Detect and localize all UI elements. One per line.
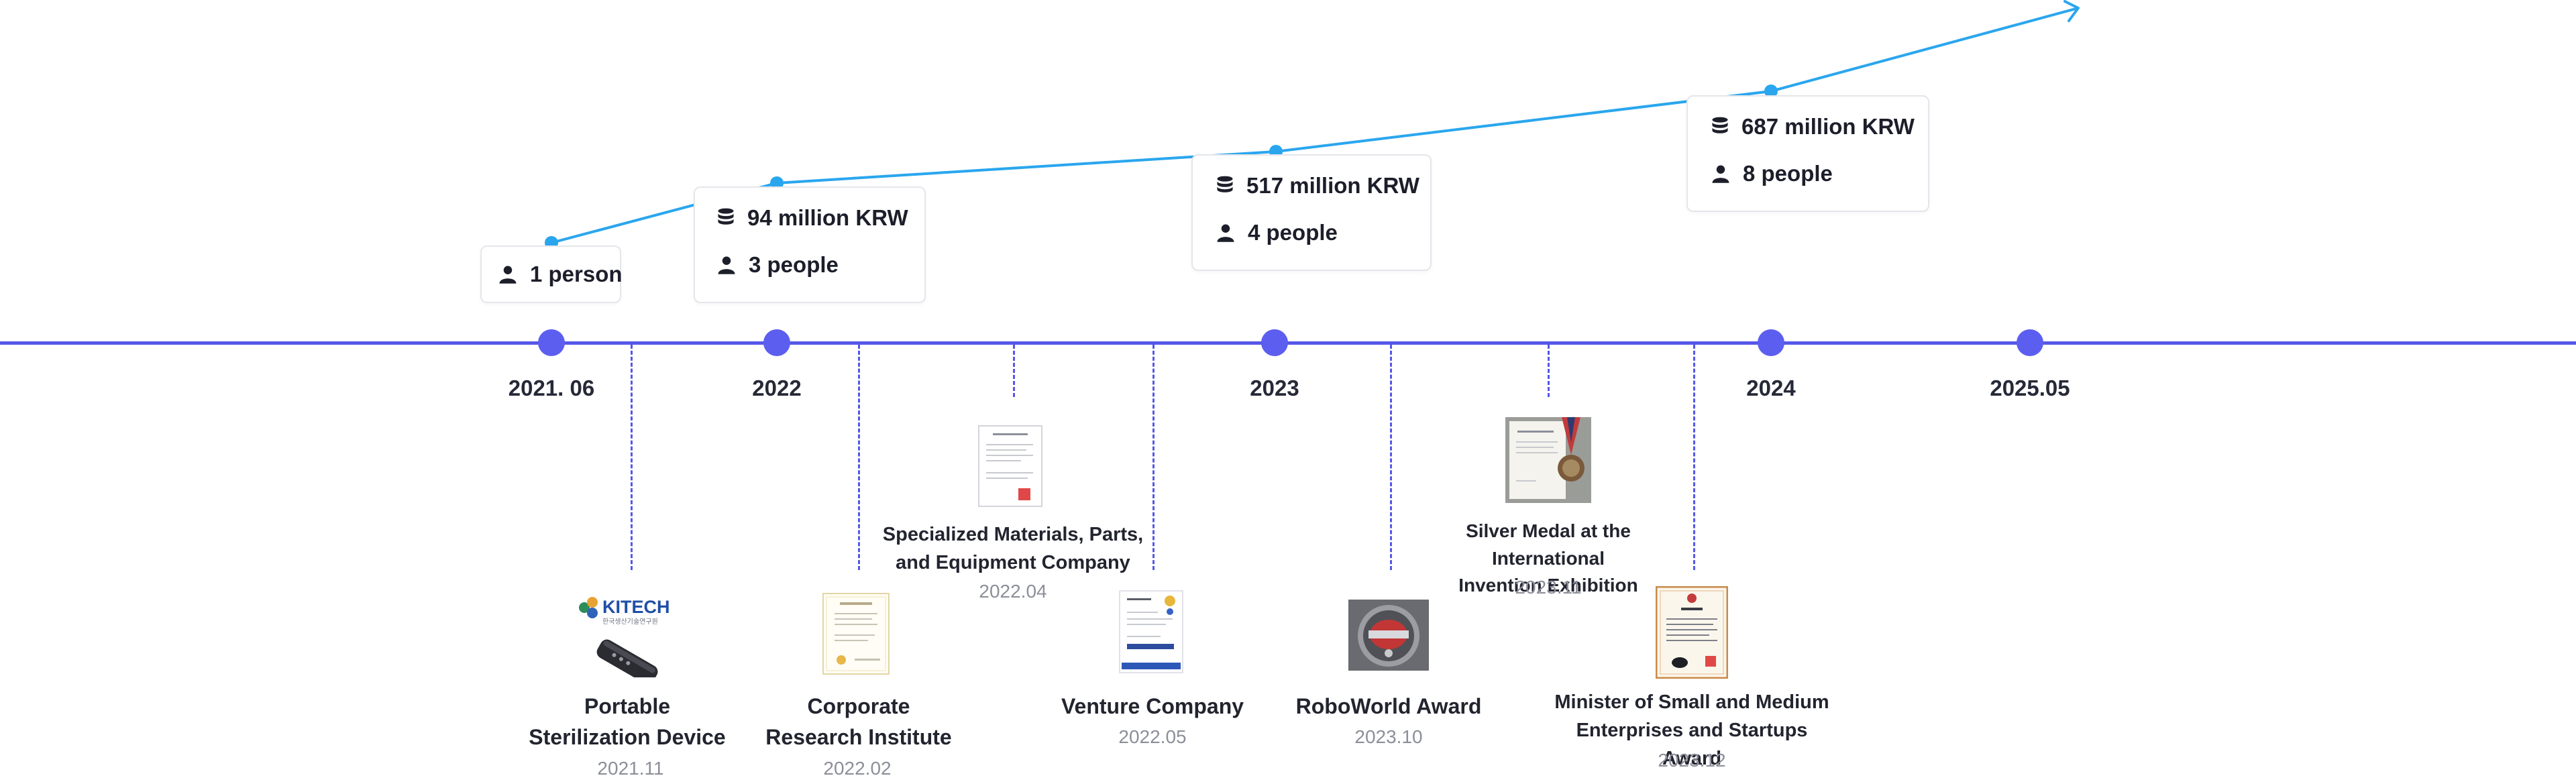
event-title-line: Portable bbox=[584, 694, 671, 718]
event-title-line: Enterprises and Startups Award bbox=[1576, 720, 1808, 770]
milestone-dot bbox=[763, 329, 790, 356]
people-row: 8 people bbox=[1711, 161, 1833, 186]
event-title-minister: Minister of Small and Medium Enterprises… bbox=[1546, 688, 1838, 773]
timeline-axis bbox=[0, 341, 2576, 345]
event-title-line: RoboWorld Award bbox=[1295, 694, 1482, 718]
logo-wordmark: KITECH bbox=[602, 597, 670, 617]
revenue-row: 517 million KRW bbox=[1216, 173, 1419, 199]
event-title-specialized: Specialized Materials, Parts, and Equipm… bbox=[865, 520, 1161, 577]
people-row: 3 people bbox=[716, 252, 839, 278]
venture-certificate-image bbox=[1119, 590, 1183, 673]
year-label: 2021. 06 bbox=[508, 376, 595, 400]
milestone-dot bbox=[1758, 329, 1784, 356]
minister-award-image bbox=[1655, 585, 1729, 679]
people-count: 1 person bbox=[530, 262, 623, 286]
year-label: 2025.05 bbox=[1990, 376, 2070, 400]
database-icon bbox=[1712, 117, 1728, 133]
event-title-research: Corporate Research Institute bbox=[738, 691, 979, 753]
roboworld-award-image bbox=[1348, 600, 1429, 671]
person-icon bbox=[499, 266, 517, 284]
event-title-line: Invention Exhibition bbox=[1458, 575, 1638, 596]
revenue-value: 517 million KRW bbox=[1246, 173, 1419, 198]
revenue-value: 94 million KRW bbox=[747, 205, 908, 230]
event-connector bbox=[1390, 345, 1392, 570]
kitech-logo: KITECH 한국생산기술연구원 bbox=[573, 590, 674, 685]
specialized-certificate-image bbox=[978, 425, 1042, 507]
stat-card-2024: 687 million KRW 8 people bbox=[1686, 95, 1929, 212]
silver-medal-image bbox=[1505, 416, 1591, 504]
people-count: 3 people bbox=[749, 252, 839, 277]
event-title-line: Sterilization Device bbox=[529, 725, 726, 750]
person-icon bbox=[1712, 165, 1729, 183]
event-title-line: Corporate bbox=[807, 694, 910, 718]
people-row: 4 people bbox=[1216, 220, 1338, 245]
event-title-line: Research Institute bbox=[765, 725, 952, 750]
event-title-line: Minister of Small and Medium bbox=[1554, 691, 1829, 713]
event-connector bbox=[631, 345, 633, 570]
year-label: 2022 bbox=[752, 376, 802, 400]
revenue-row: 94 million KRW bbox=[716, 205, 908, 231]
research-certificate-image bbox=[822, 593, 890, 675]
people-count: 4 people bbox=[1248, 220, 1338, 245]
year-label: 2023 bbox=[1250, 376, 1299, 400]
stat-card-2023: 517 million KRW 4 people bbox=[1191, 154, 1432, 271]
people-count: 8 people bbox=[1743, 161, 1833, 186]
event-title-portable: Portable Sterilization Device bbox=[496, 691, 758, 753]
event-title-venture: Venture Company bbox=[1038, 691, 1267, 722]
arrow-up-right-icon bbox=[2063, 0, 2080, 22]
revenue-value: 687 million KRW bbox=[1741, 114, 1915, 139]
event-title-roboworld: RoboWorld Award bbox=[1288, 691, 1489, 722]
event-date: 2022.04 bbox=[979, 581, 1047, 602]
event-connector bbox=[1152, 345, 1155, 570]
event-title-line: and Equipment Company bbox=[896, 552, 1130, 574]
milestone-dot bbox=[2017, 329, 2043, 356]
event-date: 2022.02 bbox=[823, 758, 892, 779]
revenue-row: 687 million KRW bbox=[1711, 114, 1915, 139]
people-row: 1 person bbox=[498, 262, 623, 287]
database-icon bbox=[1217, 176, 1233, 192]
event-date: 2023.10 bbox=[1354, 726, 1423, 747]
logo-subtitle: 한국생산기술연구원 bbox=[602, 618, 658, 626]
event-date: 2022.05 bbox=[1118, 726, 1187, 747]
stat-card-2022: 94 million KRW 3 people bbox=[694, 186, 926, 303]
milestone-dot bbox=[538, 329, 565, 356]
person-icon bbox=[718, 256, 735, 274]
event-title-line: Specialized Materials, Parts, bbox=[882, 524, 1144, 545]
database-icon bbox=[718, 208, 734, 225]
event-connector bbox=[858, 345, 860, 570]
milestone-dot bbox=[1261, 329, 1288, 356]
person-icon bbox=[1217, 224, 1234, 242]
event-date: 2021.11 bbox=[597, 758, 664, 779]
event-date: 2023.12 bbox=[1658, 750, 1726, 771]
event-connector bbox=[1693, 345, 1695, 570]
stat-card-2021: 1 person bbox=[480, 245, 623, 303]
event-date: 2023.11 bbox=[1515, 577, 1582, 598]
event-title-silver: Silver Medal at the International Invent… bbox=[1409, 518, 1688, 600]
event-connector bbox=[1548, 345, 1550, 397]
year-label: 2024 bbox=[1746, 376, 1796, 400]
growth-point bbox=[1764, 85, 1778, 98]
event-title-line: Silver Medal at the International bbox=[1466, 520, 1631, 569]
event-title-line: Venture Company bbox=[1061, 694, 1244, 718]
event-connector bbox=[1013, 345, 1015, 397]
